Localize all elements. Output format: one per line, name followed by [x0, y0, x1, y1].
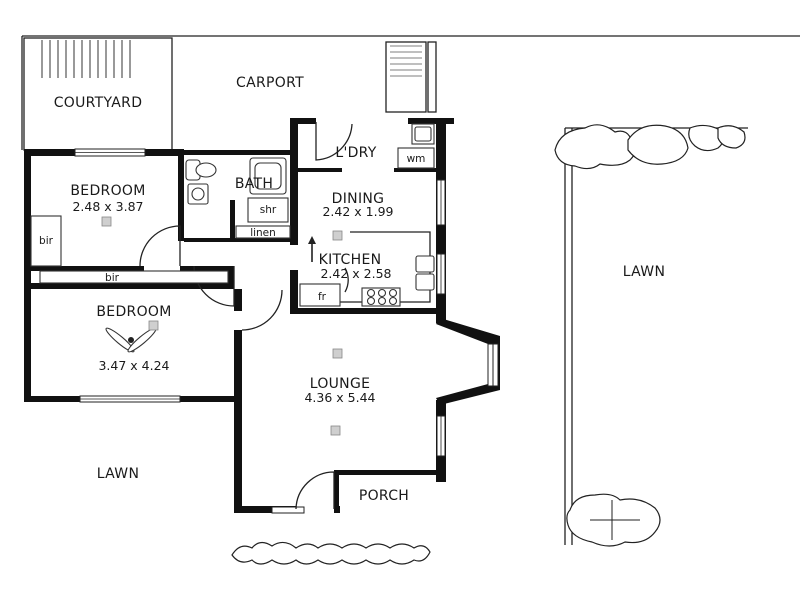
porch-label: PORCH [359, 488, 409, 504]
light-icon [330, 425, 341, 436]
shower-label: shr [260, 204, 277, 216]
shrub-icon [554, 124, 746, 170]
laundry-fixtures [397, 123, 435, 169]
courtyard-screen [23, 37, 422, 151]
kitchen-dims: 2.42 x 2.58 [320, 266, 391, 281]
cooktop-icon [361, 287, 401, 307]
washing-machine-icon [397, 147, 435, 169]
hedge-icon [231, 541, 431, 565]
bath-label: BATH [235, 176, 273, 192]
linen-label: linen [250, 227, 276, 239]
built-in-robes [30, 215, 229, 284]
tree-icon [566, 493, 661, 547]
kitchen-fixtures [299, 231, 435, 307]
washing-machine-label: wm [407, 153, 426, 165]
windows [74, 148, 446, 514]
linen-cupboard [235, 225, 291, 239]
ceiling-lights [101, 216, 343, 436]
toilet-icon [185, 159, 217, 181]
bay-window [436, 318, 500, 405]
bedroom1-robe-label: bir [39, 235, 54, 247]
kitchen-label: KITCHEN [319, 252, 382, 268]
bathtub-icon [249, 157, 287, 195]
light-icon [332, 230, 343, 241]
arrow-up-icon [308, 236, 316, 262]
lounge-dims: 4.36 x 5.44 [304, 390, 375, 405]
light-icon [332, 348, 343, 359]
carport-label: CARPORT [236, 75, 304, 91]
courtyard-label: COURTYARD [54, 95, 143, 111]
bedroom1-dims: 2.48 x 3.87 [72, 199, 143, 214]
lawn-right-label: LAWN [623, 264, 665, 280]
labels: COURTYARD CARPORT BEDROOM 2.48 x 3.87 bi… [39, 75, 665, 504]
bedroom2-dims: 3.47 x 4.24 [98, 358, 169, 373]
fridge-label: fr [318, 291, 327, 303]
bedroom1-label: BEDROOM [70, 183, 145, 199]
carport-storage [385, 41, 437, 113]
sink-icon [415, 255, 435, 291]
lounge-label: LOUNGE [310, 376, 371, 392]
fridge-outline [299, 283, 341, 307]
bedroom2-label: BEDROOM [96, 304, 171, 320]
dining-dims: 2.42 x 1.99 [322, 204, 393, 219]
landscaping [231, 124, 746, 565]
light-icon [148, 320, 159, 331]
basin-icon [187, 183, 209, 205]
laundry-label: L'DRY [335, 145, 376, 161]
lawn-left-label: LAWN [97, 466, 139, 482]
bath-fixtures [185, 157, 291, 239]
bedroom2-robe-label: bir [105, 272, 120, 284]
dining-label: DINING [332, 191, 385, 207]
shower-outline [247, 197, 289, 223]
light-icon [101, 216, 112, 227]
